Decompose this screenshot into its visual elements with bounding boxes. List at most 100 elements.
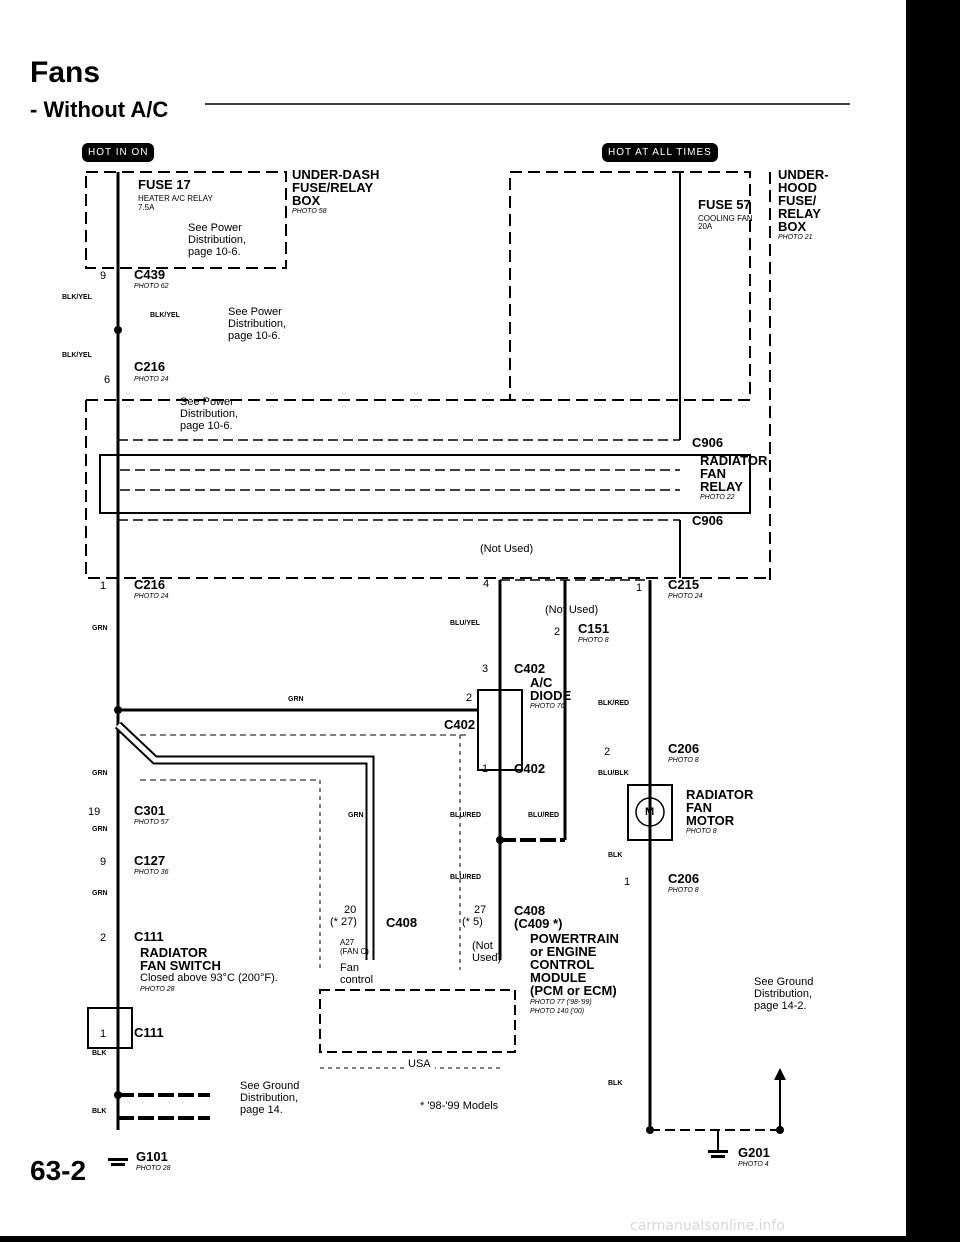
c127-label: C127 [134,853,166,868]
seepower-1-l3: page 10-6. [188,246,241,258]
c906b-label: C906 [692,513,724,528]
c206b-photo: PHOTO 8 [668,887,699,894]
c439-photo: PHOTO 62 [134,283,169,290]
pcm-pin: A27 [340,938,355,947]
underdash-box-l2: FUSE/RELAY [292,180,374,195]
wire-blk-3: BLK [92,1108,107,1115]
relay-photo: PHOTO 22 [700,494,735,501]
g201-label: G201 [738,1145,770,1160]
wire-bluyel: BLU/YEL [450,620,480,627]
wire-blured-1: BLU/RED [450,812,482,819]
c216b-label: C216 [134,577,166,592]
seepower-3-l1: See Power [180,396,234,408]
notused-2: (Not Used) [545,604,599,616]
fuse57-desc: COOLING FAN [698,214,753,223]
fuse17-desc: HEATER A/C RELAY [138,194,213,203]
c216a-label: C216 [134,359,166,374]
underdash-photo: PHOTO 58 [292,208,327,215]
wire-blured-2: BLU/RED [528,812,560,819]
pcm-photo2: PHOTO 140 ('00) [530,1008,585,1015]
ground-r-l2: Distribution, [754,988,813,1000]
c408-label-b: C408 [514,903,546,918]
ground-l2: Distribution, [240,1092,299,1104]
c215-pin: 1 [636,582,643,594]
relay-l1: RADIATOR [700,453,768,468]
c111b-pin: 1 [100,1028,107,1040]
wire-grn-6: GRN [92,890,108,897]
relay-l3: RELAY [700,479,743,494]
c216b-photo: PHOTO 24 [134,593,169,600]
seepower-2-l3: page 10-6. [228,330,281,342]
motor-photo: PHOTO 8 [686,828,717,835]
pcm-pin2: (FAN C) [340,947,369,956]
seepower-3-l2: Distribution, [180,408,239,420]
underhood-photo: PHOTO 21 [778,234,813,241]
wire-blkyel-2: BLK/YEL [150,312,180,319]
diode-l2: DIODE [530,688,572,703]
c111a-pin: 2 [100,932,107,944]
wire-grn-3: GRN [92,770,108,777]
fanswitch-l2: FAN SWITCH [140,958,221,973]
motor-l3: MOTOR [686,813,735,828]
motor-l1: RADIATOR [686,787,754,802]
pcm-fan: Fan [340,962,359,974]
wire-blublk: BLU/BLK [598,770,629,777]
c408-pin-a2: (* 27) [330,916,357,928]
pcm-control: control [340,974,374,986]
wire-blkyel-1: BLK/YEL [62,294,92,301]
motor-m-symbol: M [645,806,655,818]
c439-pin: 9 [100,270,107,282]
notused-1: (Not Used) [480,543,534,555]
underhood-l3: FUSE/ [778,193,817,208]
c216a-pin: 6 [104,374,111,386]
pcm-l4: MODULE [530,970,587,985]
c402-pin2: 2 [466,692,473,704]
page-title: Fans [30,56,101,89]
underhood-l4: RELAY [778,206,821,221]
underhood-l2: HOOD [778,180,817,195]
pcm-l1: POWERTRAIN [530,931,619,946]
seepower-1-l1: See Power [188,222,242,234]
diode-l1: A/C [530,675,553,690]
seepower-1-l2: Distribution, [188,234,247,246]
wire-blkred: BLK/RED [598,700,630,707]
c206a-pin: 2 [604,746,611,758]
c301-photo: PHOTO 57 [134,819,169,826]
c151-label: C151 [578,621,610,636]
diode-photo: PHOTO 76 [530,703,565,710]
wire-grn-1: GRN [92,625,108,632]
c402-pin1: 1 [482,763,489,775]
c402-pin4: 4 [483,578,490,590]
pcm-l2: or ENGINE [530,944,597,959]
underhood-l5: BOX [778,219,807,234]
g101-photo: PHOTO 28 [136,1165,171,1172]
underdash-box-l3: BOX [292,193,321,208]
wire-blk-1: BLK [608,852,623,859]
watermark: carmanualsonline.info [630,1218,785,1234]
fanswitch-l3: Closed above 93°C (200°F). [140,972,278,984]
c215-photo: PHOTO 24 [668,593,703,600]
c206b-pin: 1 [624,876,631,888]
c408-pin-b2: (* 5) [462,916,483,928]
page-number: 63-2 [30,1155,87,1186]
pcm-notused-1: (Not [472,940,493,952]
c151-pin: 2 [554,626,561,638]
seepower-3-l3: page 10-6. [180,420,233,432]
hot-at-all-times-badge: HOT AT ALL TIMES [602,143,718,162]
c127-photo: PHOTO 36 [134,869,169,876]
ground-r-l3: page 14-2. [754,1000,807,1012]
wire-blk-4: BLK [608,1080,623,1087]
c127-pin: 9 [100,856,107,868]
c408-label-a: C408 [386,915,418,930]
wire-grn-5: GRN [92,826,108,833]
page-subtitle: - Without A/C [30,97,169,122]
wire-grn-4: GRN [348,812,364,819]
pcm-photo1: PHOTO 77 ('98-'99) [530,999,592,1006]
c408-pin-a: 20 [344,904,357,916]
c402-label-3: C402 [514,761,546,776]
g101-label: G101 [136,1149,168,1164]
wire-blured-3: BLU/RED [450,874,482,881]
wire-blkyel-3: BLK/YEL [62,352,92,359]
hot-in-on-badge: HOT IN ON [82,143,155,162]
